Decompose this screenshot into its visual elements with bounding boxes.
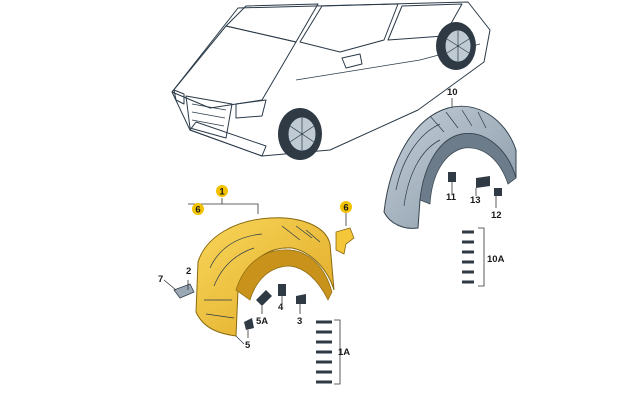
wheel-arch-liner-rear: [383, 105, 517, 229]
part-number-3: 3: [297, 316, 302, 327]
car-illustration: [171, 1, 491, 160]
car-front-wheel: [278, 108, 322, 160]
car-rear-wheel: [436, 22, 476, 70]
car-grille: [185, 95, 233, 139]
part-number-2: 2: [186, 266, 191, 277]
part-label-6b: 6: [340, 201, 352, 214]
part-number-6: 6: [195, 205, 200, 216]
part-number-13: 13: [470, 195, 481, 206]
part-number-12: 12: [491, 210, 502, 221]
part-label-1: 1: [216, 185, 228, 198]
part-number-1a: 1A: [338, 347, 350, 358]
part-number-10: 10: [447, 87, 458, 98]
part-number-1: 1: [219, 187, 225, 198]
clip-icon: [173, 283, 195, 299]
car-hood: [171, 25, 297, 109]
part-number-5: 5: [245, 340, 251, 351]
part-label-6a: 6: [192, 203, 204, 216]
car-headlight: [235, 99, 267, 119]
bracket-icon: [335, 227, 355, 255]
clip-strip-1a: [316, 320, 332, 384]
car-side-windows: [299, 3, 399, 53]
part-number-6: 6: [343, 203, 348, 214]
wheel-arch-liner-front: [195, 217, 335, 345]
part-number-5a: 5A: [256, 316, 268, 327]
part-number-11: 11: [446, 192, 457, 203]
bolt-icon: [244, 284, 306, 330]
part-number-10a: 10A: [487, 254, 505, 265]
rear-fasteners: [448, 172, 502, 284]
part-number-4: 4: [278, 302, 284, 313]
part-number-7: 7: [158, 274, 163, 285]
